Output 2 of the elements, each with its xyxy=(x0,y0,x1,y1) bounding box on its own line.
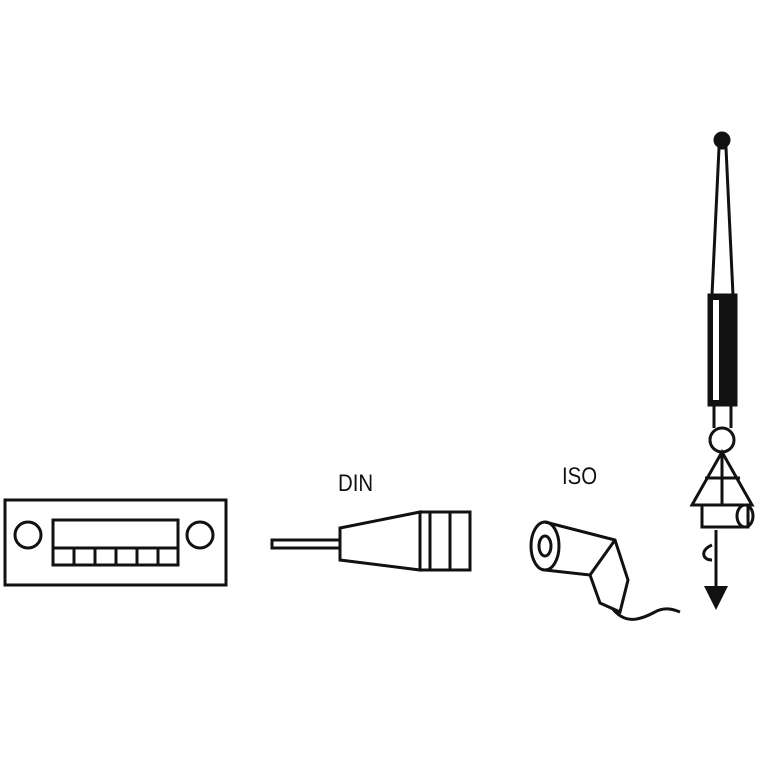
connector-label: ISO xyxy=(562,463,598,491)
connector-label: DIN xyxy=(338,470,374,498)
